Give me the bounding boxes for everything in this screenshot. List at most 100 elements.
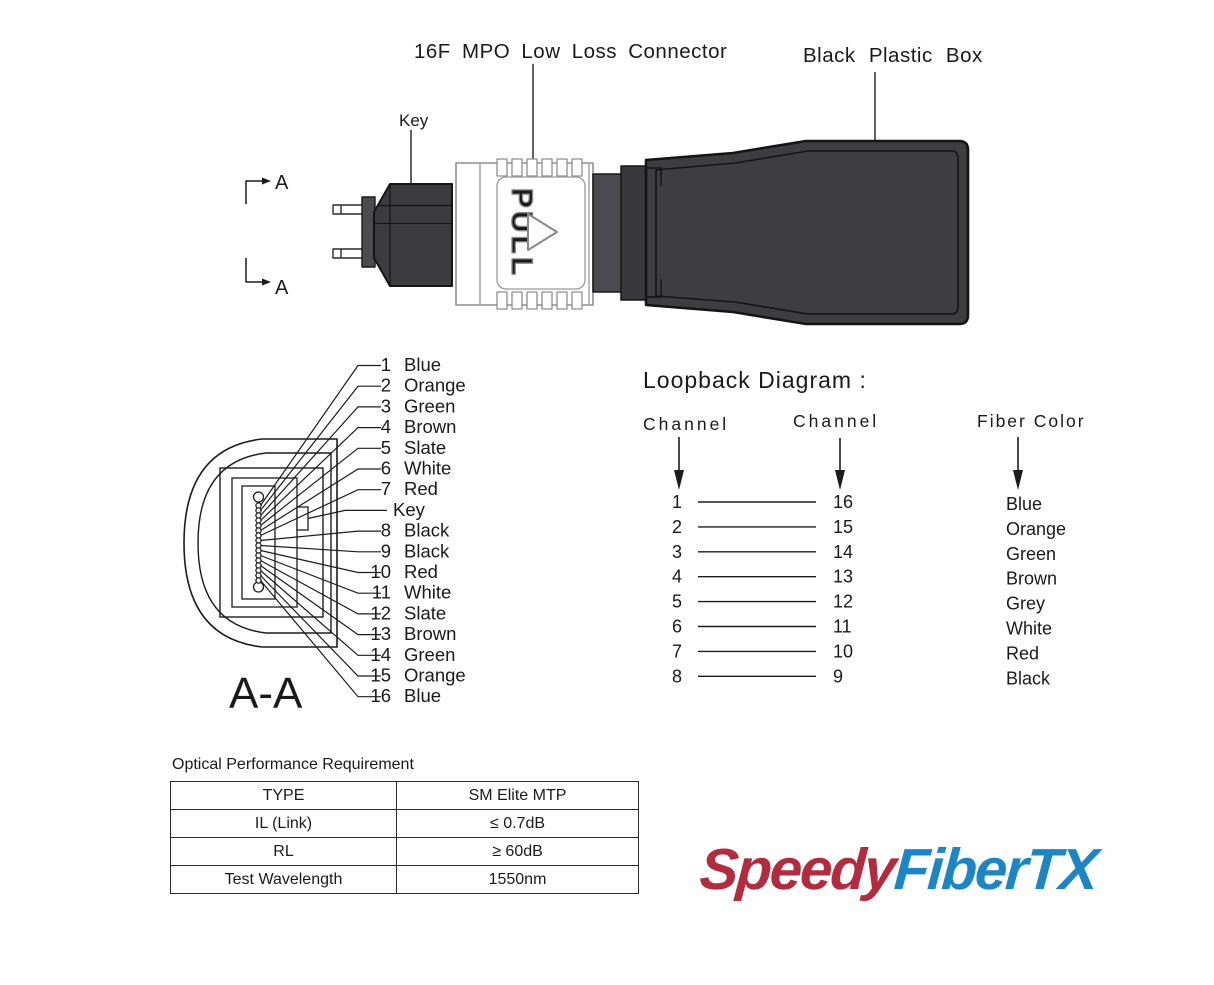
housing-rect [219,467,324,618]
top-view: 16F MPO Low Loss Connector Black Plastic… [245,40,983,326]
logo-part-fibertx: FiberTX [892,837,1099,902]
black-plastic-box [644,139,970,326]
arrow-right-icon [262,177,271,185]
param-value: ≥ 60dB [396,837,639,866]
param-value: SM Elite MTP [396,781,639,810]
svg-text:Blue: Blue [1006,494,1042,514]
svg-text:7: 7 [672,641,682,661]
svg-text:Grey: Grey [1006,594,1045,614]
sleeve-ribs [496,158,583,310]
ferrule-rect-inner [241,485,276,600]
loopback-row: 7 10 Red [672,641,1039,663]
svg-text:12: 12 [833,592,853,612]
connector-label: 16F MPO Low Loss Connector [414,40,727,63]
section-letter-top: A [275,172,289,194]
key-ridge-lines [374,184,452,286]
fiber-color-header: Fiber Color [977,411,1086,431]
arrow-down-icon [1013,470,1023,490]
pull-sleeve: PULL [455,158,594,310]
svg-text:2: 2 [672,517,682,537]
arrow-right-icon [262,278,271,286]
svg-text:4: 4 [672,567,682,587]
boot-outline-outer [183,438,338,648]
svg-text:9: 9 [833,666,843,686]
svg-text:Green: Green [1006,544,1056,564]
param-value: 1550nm [396,865,639,894]
svg-text:16: 16 [833,492,853,512]
fiber-holes [252,491,265,593]
param-value: ≤ 0.7dB [396,809,639,838]
section-cut-marks [245,177,271,286]
speedyfibertx-logo: SpeedyFiberTX [698,836,1099,903]
arrow-down-icon [674,470,684,490]
box-label: Black Plastic Box [803,44,983,67]
svg-text:1: 1 [672,492,682,512]
table-row: RL≥ 60dB [170,837,639,866]
svg-text:Black: Black [1006,668,1051,688]
svg-text:6: 6 [672,617,682,637]
boot-outline-inner [197,452,332,634]
key-notch [296,506,309,531]
fan-lines [260,364,387,698]
boot-collar [620,165,648,301]
performance-table-title: Optical Performance Requirement [172,756,414,773]
boot-shaft [592,173,626,293]
loopback-row: 1 16 Blue [672,492,1042,514]
svg-text:14: 14 [833,542,853,562]
pull-arrow-icon [527,213,558,251]
latch-notch-lines [647,167,662,298]
loopback-row: 5 12 Grey [672,592,1045,614]
key-label-section: Key [393,499,426,520]
section-title: A-A [229,669,303,718]
channel-header-left: Channel [643,414,729,434]
logo-part-speedy: Speedy [697,837,897,902]
param-label: Test Wavelength [170,865,397,894]
down-arrows [674,437,1023,490]
svg-text:15: 15 [833,517,853,537]
svg-text:Red: Red [1006,643,1039,663]
section-letter-bottom: A [275,277,289,299]
loopback-links [698,501,816,677]
svg-text:8: 8 [672,666,682,686]
svg-text:Brown: Brown [1006,569,1057,589]
svg-text:3: 3 [672,542,682,562]
param-label: TYPE [170,781,397,810]
loopback-title: Loopback Diagram : [643,367,867,393]
svg-text:10: 10 [833,641,853,661]
loopback-diagram: Loopback Diagram : Channel Channel Fiber… [643,367,1086,688]
param-label: RL [170,837,397,866]
svg-text:5: 5 [672,592,682,612]
svg-text:11: 11 [833,617,852,637]
arrow-down-icon [835,470,845,490]
channel-header-right: Channel [793,411,879,431]
loopback-row: 3 14 Green [672,542,1056,564]
ferrule-rect-outer [231,477,298,608]
guide-pins [332,204,365,259]
